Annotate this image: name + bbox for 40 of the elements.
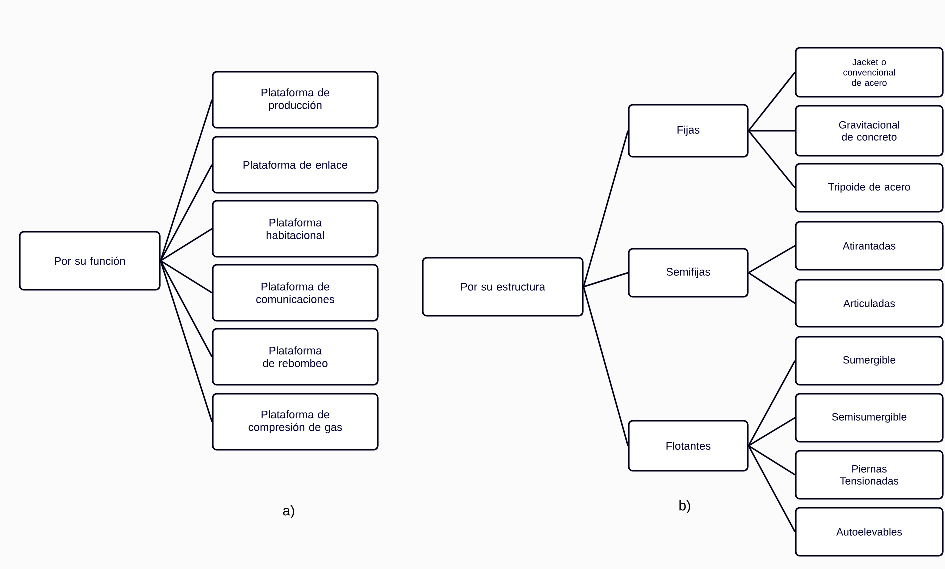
category-box: Fijas <box>628 104 749 158</box>
connector-line <box>748 417 796 447</box>
connector-line <box>748 445 796 476</box>
category-box: Plataforma de compresión de gas <box>212 393 379 451</box>
connector-line <box>748 130 796 188</box>
connector-line <box>748 245 796 274</box>
category-box: Articuladas <box>795 279 944 328</box>
connector-line <box>748 72 796 132</box>
category-box: Plataforma de comunicaciones <box>212 264 379 322</box>
connector-line <box>160 260 213 294</box>
connector-line <box>748 272 796 304</box>
category-box: Sumergible <box>795 336 944 386</box>
connector-line <box>748 360 796 446</box>
category-box: Gravitacional de concreto <box>795 105 944 157</box>
category-box: Por su función <box>19 231 161 291</box>
category-box: Plataforma de producción <box>212 71 379 129</box>
connector-line <box>160 164 213 262</box>
connector-line <box>748 446 796 532</box>
category-box: Flotantes <box>628 420 749 472</box>
category-box: Semifijas <box>628 248 749 298</box>
connector-line <box>160 260 213 358</box>
connector-line <box>583 130 629 288</box>
category-box: Plataforma de rebombeo <box>212 328 379 386</box>
category-box: Piernas Tensionadas <box>795 450 944 500</box>
connector-line <box>748 130 796 132</box>
category-box: Plataforma habitacional <box>212 200 379 258</box>
connector-line <box>584 272 628 288</box>
category-box: Tripoide de acero <box>795 163 944 213</box>
connector-line <box>583 286 629 446</box>
panel-label: b) <box>680 500 690 514</box>
category-box: Atirantadas <box>795 221 944 271</box>
category-box: Jacket o convencional de acero <box>795 47 944 98</box>
connector-line <box>160 228 213 262</box>
category-box: Semisumergible <box>795 393 944 443</box>
connector-line <box>160 260 213 422</box>
panel-label: a) <box>283 505 294 519</box>
category-box: Plataforma de enlace <box>212 136 379 194</box>
category-box: Autoelevables <box>795 507 944 557</box>
connector-line <box>160 100 213 262</box>
category-box: Por su estructura <box>422 257 584 317</box>
